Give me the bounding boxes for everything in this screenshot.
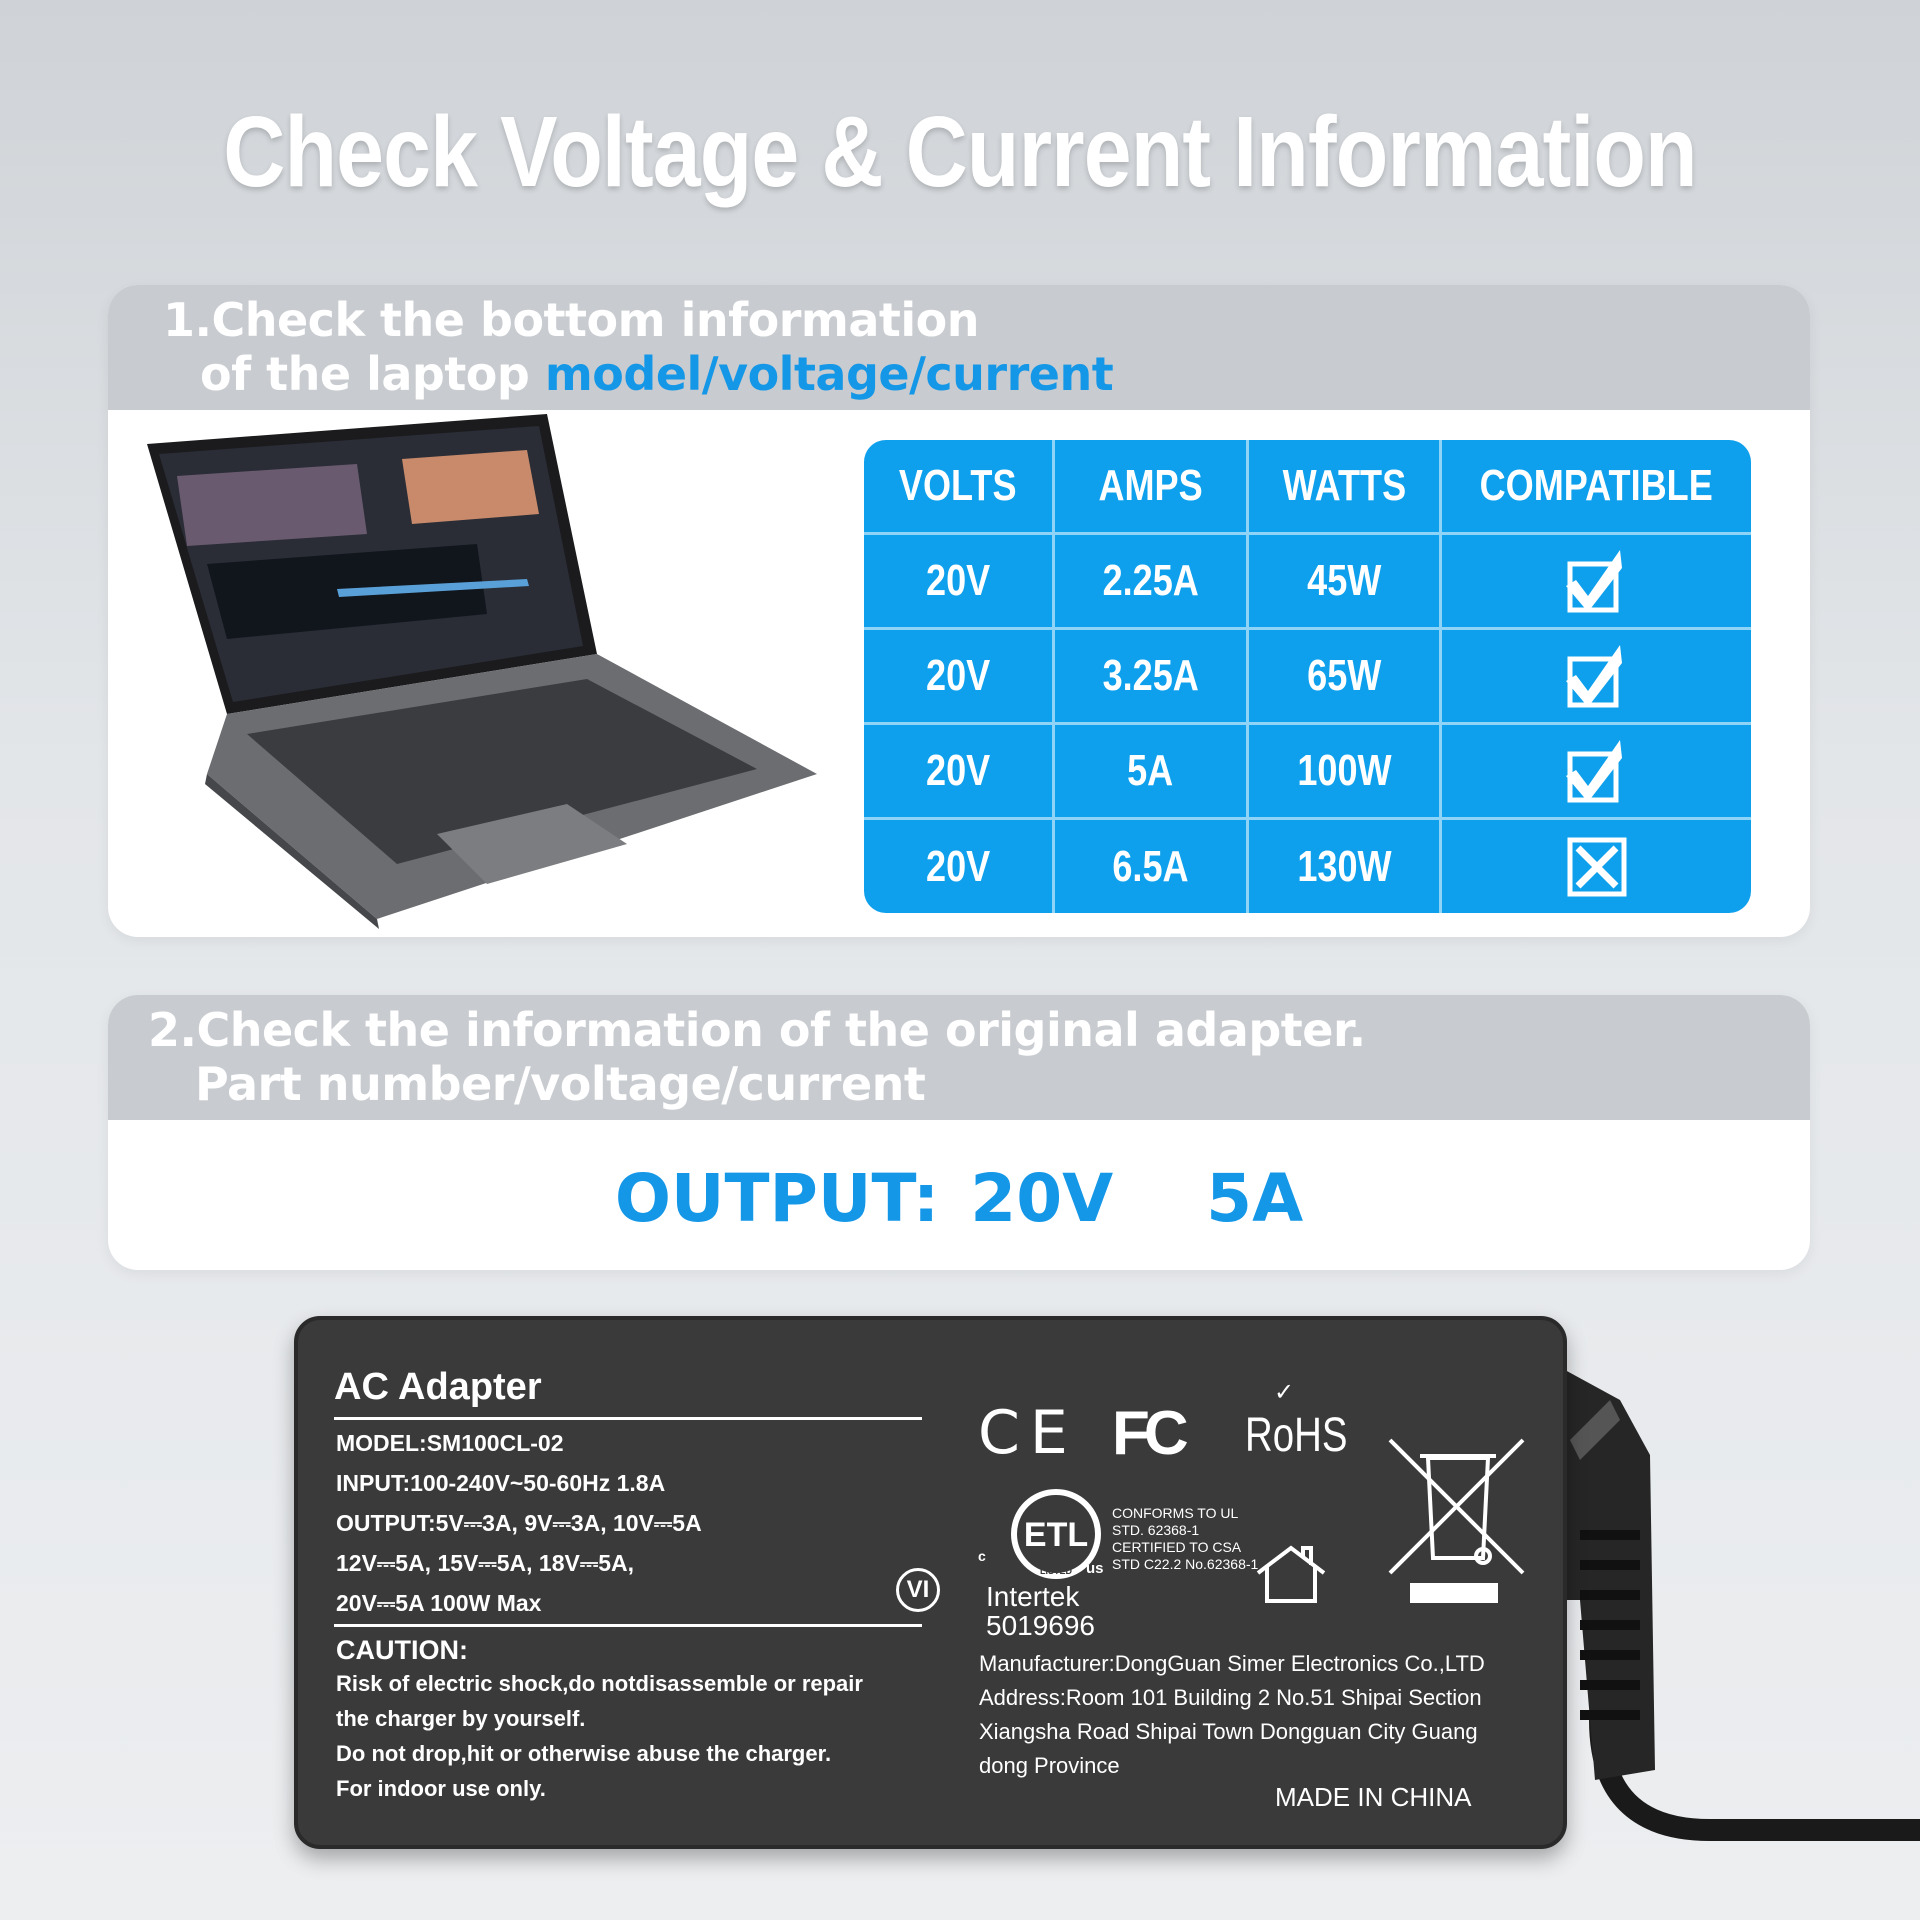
output-text-3: 20V⎓5A 100W Max <box>336 1590 542 1616</box>
etl-logo: ETL LISTED <box>1011 1489 1101 1579</box>
indoor-house-icon <box>1256 1545 1326 1603</box>
cell-watts: 100W <box>1249 725 1442 820</box>
rohs-mark: RoHS <box>1245 1409 1348 1462</box>
laptop-image <box>147 414 817 929</box>
caution-title: CAUTION: <box>336 1635 468 1665</box>
output-spec: OUTPUT: 20V 5A <box>108 1160 1810 1237</box>
etl-listed-text: LISTED <box>1040 1566 1073 1576</box>
output-label: OUTPUT: <box>614 1160 940 1237</box>
cell-amps: 6.5A <box>1055 820 1249 913</box>
header-watts: WATTS <box>1249 440 1442 535</box>
cell-watts: 45W <box>1249 535 1442 630</box>
caution-line: For indoor use only. <box>336 1776 546 1801</box>
step1-line2-highlight: model/voltage/current <box>544 347 1114 401</box>
caution-line: Risk of electric shock,do notdisassemble… <box>336 1671 863 1696</box>
page-title: Check Voltage & Current Information <box>223 96 1697 208</box>
step1-line1: 1.Check the bottom information <box>163 293 979 347</box>
input-text: INPUT:100-240V~50-60Hz 1.8A <box>336 1470 666 1496</box>
cell-amps: 3.25A <box>1055 630 1249 725</box>
rohs-check-icon: ✓ <box>1274 1379 1295 1406</box>
cell-volts: 20V <box>864 725 1055 820</box>
etl-us: us <box>1086 1560 1104 1577</box>
caution-line: Do not drop,hit or otherwise abuse the c… <box>336 1741 832 1766</box>
step1-line2-prefix: of the laptop <box>200 347 545 401</box>
step2-line2: Part number/voltage/current <box>195 1057 926 1111</box>
step2-line1: 2.Check the information of the original … <box>148 1003 1366 1057</box>
etl-text: ETL <box>1024 1516 1088 1554</box>
cell-watts: 130W <box>1249 820 1442 913</box>
caution-line: the charger by yourself. <box>336 1706 586 1731</box>
header-amps: AMPS <box>1055 440 1249 535</box>
step1-line2: of the laptop model/voltage/current <box>200 347 1114 401</box>
header-volts: VOLTS <box>864 440 1055 535</box>
intertek-number: 5019696 <box>986 1610 1096 1641</box>
cell-watts: 65W <box>1249 630 1442 725</box>
weee-bin-icon <box>1388 1438 1525 1603</box>
laptop-keyboard <box>247 679 757 864</box>
cell-volts: 20V <box>864 630 1055 725</box>
step2-panel: 2.Check the information of the original … <box>108 995 1810 1270</box>
intertek-name: Intertek <box>986 1581 1080 1612</box>
ce-mark: CE <box>978 1398 1078 1468</box>
cell-amps: 5A <box>1055 725 1249 820</box>
vi-badge: VI <box>896 1568 940 1612</box>
cell-amps: 2.25A <box>1055 535 1249 630</box>
step1-header: 1.Check the bottom information of the la… <box>108 285 1810 410</box>
checkbox-checked-icon <box>1442 630 1751 725</box>
cell-volts: 20V <box>864 820 1055 913</box>
made-in-text: MADE IN CHINA <box>1275 1782 1472 1812</box>
header-compatible: COMPATIBLE <box>1442 440 1751 535</box>
checkbox-checked-icon <box>1442 725 1751 820</box>
fcc-mark: FC <box>1112 1399 1189 1468</box>
divider <box>334 1417 922 1420</box>
cell-volts: 20V <box>864 535 1055 630</box>
laptop-touchpad <box>437 804 627 884</box>
model-text: MODEL:SM100CL-02 <box>336 1430 564 1456</box>
etl-c: c <box>978 1548 986 1564</box>
checkbox-checked-icon <box>1442 535 1751 630</box>
checkbox-crossed-icon <box>1442 820 1751 913</box>
adapter-title: AC Adapter <box>334 1366 542 1408</box>
adapter-cable <box>1565 1370 1920 1841</box>
output-text-2: 12V⎓5A, 15V⎓5A, 18V⎓5A, <box>336 1550 634 1576</box>
manufacturer-text: Manufacturer:DongGuan Simer Electronics … <box>979 1651 1485 1778</box>
output-text-1: OUTPUT:5V⎓3A, 9V⎓3A, 10V⎓5A <box>336 1510 702 1536</box>
output-current: 5A <box>1206 1160 1304 1237</box>
divider <box>334 1624 922 1627</box>
step2-header: 2.Check the information of the original … <box>108 995 1810 1120</box>
output-voltage: 20V <box>970 1160 1114 1237</box>
